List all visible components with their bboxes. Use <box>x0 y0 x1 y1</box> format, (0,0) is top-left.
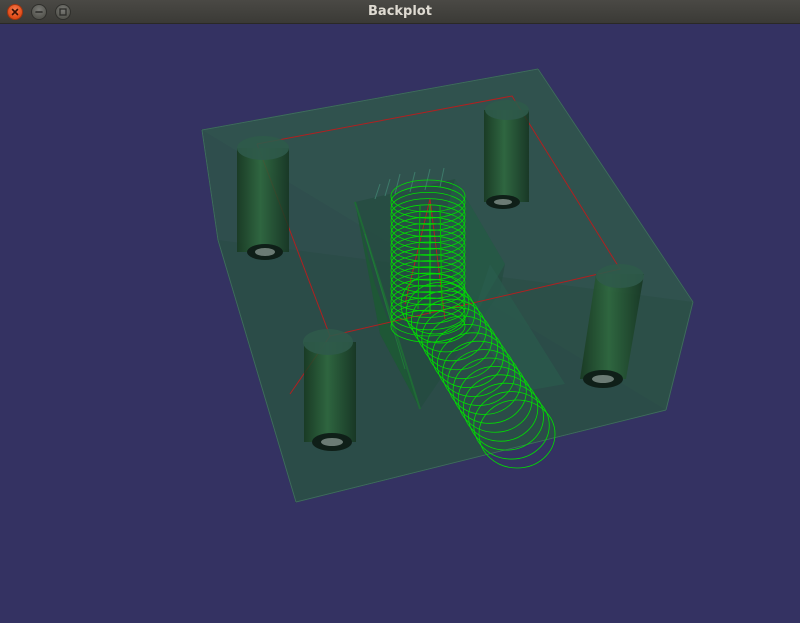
helix-ring <box>400 273 470 335</box>
window-title: Backplot <box>368 4 432 19</box>
helix-ring <box>390 309 466 343</box>
title-bar[interactable]: Backplot <box>0 0 800 24</box>
helix-ring <box>390 185 466 219</box>
hole-top-right <box>484 100 529 209</box>
helix-ring <box>390 247 466 281</box>
helix-ring <box>390 191 466 225</box>
helix-ring <box>390 291 466 325</box>
helix-ring <box>390 266 466 300</box>
helix-ring <box>478 399 556 469</box>
helix-ring <box>390 297 466 331</box>
helix-ring <box>410 290 481 353</box>
helix-ring <box>390 204 466 238</box>
maximize-button[interactable] <box>55 4 71 20</box>
helix-ring <box>390 235 466 269</box>
close-button[interactable] <box>7 4 23 20</box>
minimize-icon <box>35 11 43 13</box>
helix-ring <box>390 210 466 244</box>
helix-ring <box>431 323 504 388</box>
helix-ring <box>462 374 539 442</box>
helix-ring <box>421 307 493 371</box>
hole-bottom-left <box>303 329 356 451</box>
3d-viewport[interactable] <box>0 24 800 623</box>
helix-ring <box>390 229 466 263</box>
helix-ring <box>452 357 527 424</box>
helix-ring <box>405 281 476 344</box>
helix-ring <box>390 278 466 312</box>
helix-ring <box>436 332 510 397</box>
helix-ring <box>468 382 544 451</box>
backplot-scene[interactable] <box>0 24 800 623</box>
close-icon <box>11 8 19 16</box>
minimize-button[interactable] <box>31 4 47 20</box>
helix-ring <box>416 298 487 362</box>
helix-ring <box>442 340 516 406</box>
helix-ring <box>390 241 466 275</box>
helix-ring <box>390 253 466 287</box>
helix-ring <box>390 303 466 337</box>
helix-ring <box>447 349 522 415</box>
maximize-icon <box>59 8 67 16</box>
helix-ring <box>390 179 466 213</box>
hole-right <box>580 264 644 388</box>
helix-ring <box>426 315 499 380</box>
helix-ring <box>457 366 533 433</box>
helix-ring <box>390 216 466 250</box>
plunge-lines <box>417 204 443 314</box>
helix-ring <box>390 222 466 256</box>
hole-top-left <box>237 136 289 260</box>
helix-ring <box>390 198 466 232</box>
helix-toolpath-angled <box>400 273 556 469</box>
helix-ring <box>390 260 466 294</box>
helix-ring <box>473 391 550 460</box>
helix-toolpath-vertical <box>390 179 466 343</box>
